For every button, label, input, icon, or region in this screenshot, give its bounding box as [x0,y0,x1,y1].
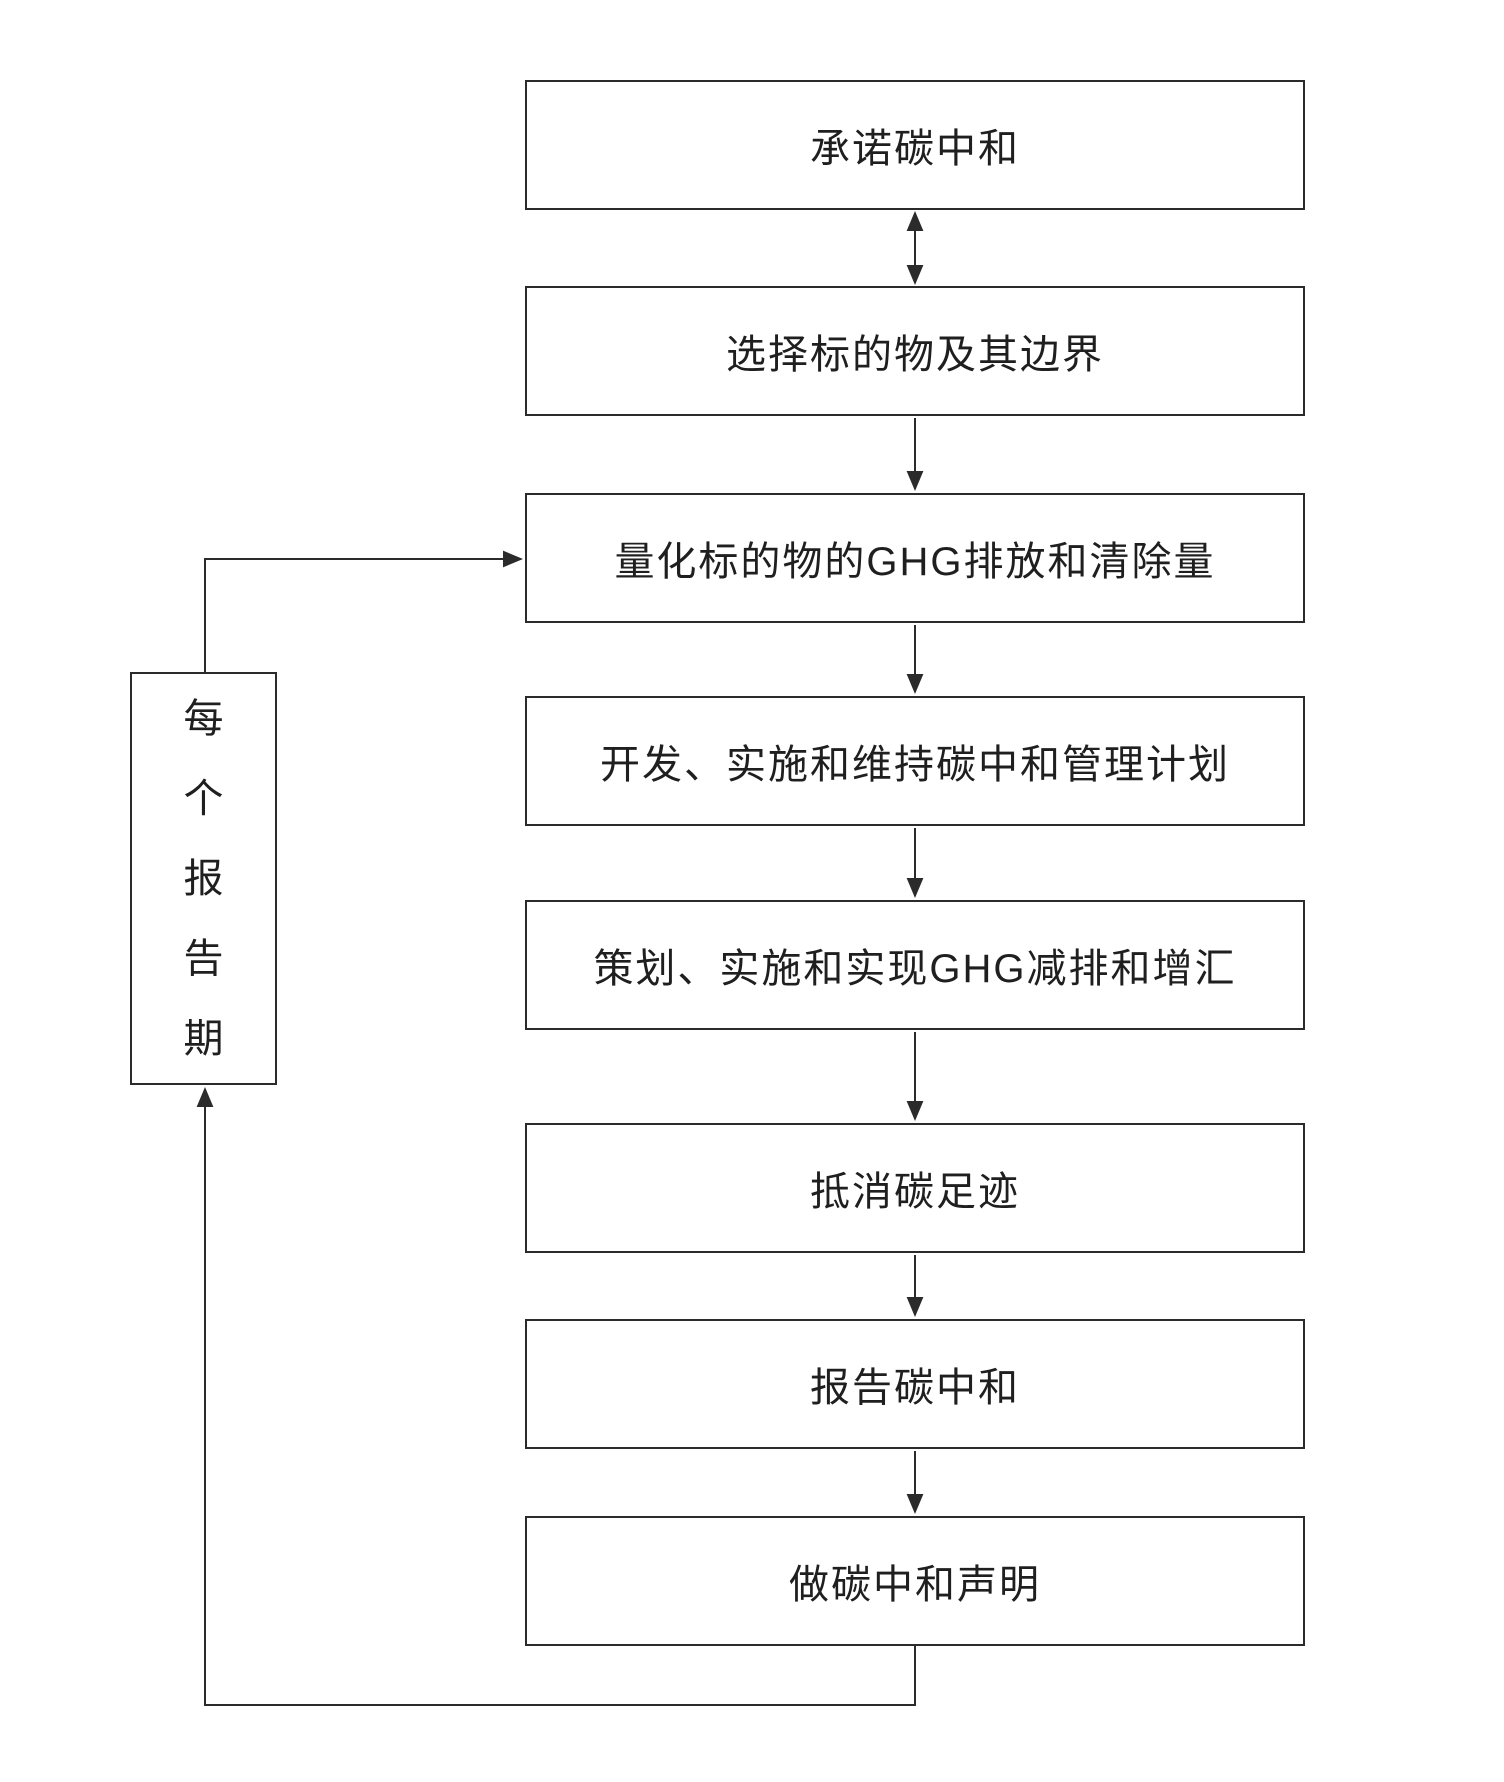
flow-step-quantify-ghg-label: 量化标的物的GHG排放和清除量 [614,540,1216,584]
flow-step-management-plan-label: 开发、实施和维持碳中和管理计划 [600,743,1230,787]
reporting-period-label: 每 个 报 告 期 [183,696,224,1061]
flow-step-quantify-ghg: 量化标的物的GHG排放和清除量 [525,493,1305,623]
reporting-period-box: 每 个 报 告 期 [130,672,277,1085]
feedback-line-step8-to-reporting-period [196,1087,916,1706]
flow-step-commit-label: 承诺碳中和 [810,127,1020,171]
flow-step-declaration: 做碳中和声明 [525,1516,1305,1646]
flow-step-select-subject-label: 选择标的物及其边界 [726,333,1104,377]
flow-step-select-subject: 选择标的物及其边界 [525,286,1305,416]
flow-step-declaration-label: 做碳中和声明 [789,1563,1041,1607]
flow-step-commit: 承诺碳中和 [525,80,1305,210]
flow-step-reduce-emissions: 策划、实施和实现GHG减排和增汇 [525,900,1305,1030]
flow-step-offset-footprint-label: 抵消碳足迹 [810,1170,1020,1214]
flow-step-reduce-emissions-label: 策划、实施和实现GHG减排和增汇 [593,947,1237,991]
flow-step-report: 报告碳中和 [525,1319,1305,1449]
flow-step-report-label: 报告碳中和 [810,1366,1020,1410]
flow-step-management-plan: 开发、实施和维持碳中和管理计划 [525,696,1305,826]
feedback-line-reporting-period-to-step3 [204,550,523,672]
flow-step-offset-footprint: 抵消碳足迹 [525,1123,1305,1253]
